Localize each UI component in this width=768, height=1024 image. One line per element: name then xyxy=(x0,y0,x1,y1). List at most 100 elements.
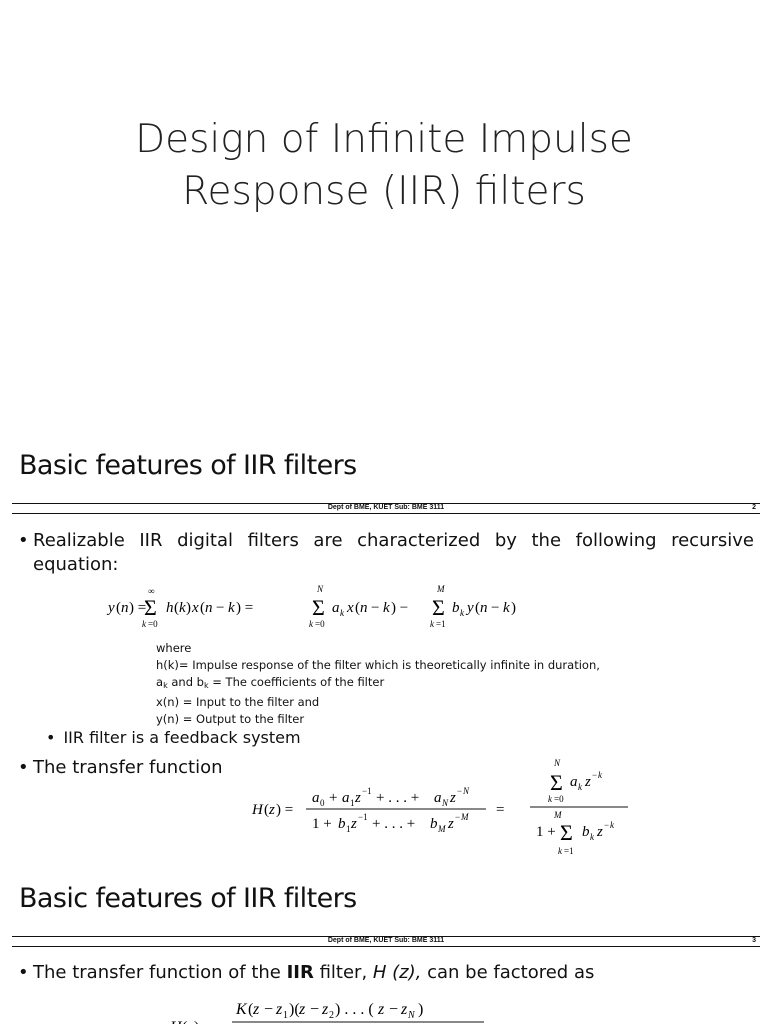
bullet-text-bold: IIR xyxy=(286,962,314,983)
svg-text:K: K xyxy=(235,1001,248,1018)
svg-text:z: z xyxy=(584,774,591,790)
svg-text:=0: =0 xyxy=(315,619,325,629)
svg-text:) =: ) = xyxy=(129,600,146,616)
svg-text:−: − xyxy=(491,600,499,616)
svg-text:N: N xyxy=(316,584,324,594)
svg-text:k: k xyxy=(309,619,314,629)
svg-text:1: 1 xyxy=(346,824,351,834)
svg-text:−1: −1 xyxy=(362,786,372,796)
svg-text:−1: −1 xyxy=(358,812,368,822)
svg-text:k: k xyxy=(430,619,435,629)
difference-equation: y (n) = ∞ Σ k=0 h (k) x (n− k) = N Σ k=0… xyxy=(106,584,516,629)
svg-text:) . . . (: ) . . . ( xyxy=(335,1001,374,1018)
svg-text:−: − xyxy=(371,600,379,616)
svg-text:−: − xyxy=(216,600,224,616)
svg-text:) =: ) = xyxy=(276,802,293,818)
svg-text:=: = xyxy=(496,802,504,818)
svg-text:h: h xyxy=(166,600,174,616)
svg-text:−: − xyxy=(389,1001,398,1018)
svg-text:z: z xyxy=(377,1001,385,1018)
svg-text:−: − xyxy=(604,820,609,830)
svg-text:+ . . . +: + . . . + xyxy=(372,816,415,832)
bullet-text: The transfer function xyxy=(33,757,223,778)
svg-text:): ) xyxy=(418,1001,423,1018)
svg-text:(: ( xyxy=(200,600,205,616)
svg-text:k: k xyxy=(558,846,563,856)
svg-text:k: k xyxy=(228,600,235,616)
svg-text:n: n xyxy=(205,600,213,616)
svg-text:z: z xyxy=(321,1001,329,1018)
title-line-2: Response (IIR) filters xyxy=(182,169,586,214)
svg-text:+: + xyxy=(329,790,337,806)
svg-text:): ) xyxy=(186,600,191,616)
svg-text:=1: =1 xyxy=(564,846,574,856)
svg-text:Σ: Σ xyxy=(312,595,325,620)
svg-text:z: z xyxy=(447,816,454,832)
svg-text:) −: ) − xyxy=(391,600,408,616)
def-coeff-rest: = The coefficients of the filter xyxy=(208,675,385,689)
svg-text:1 +: 1 + xyxy=(312,816,332,832)
svg-text:)(: )( xyxy=(289,1001,300,1018)
svg-text:z: z xyxy=(400,1001,408,1018)
svg-text:n: n xyxy=(480,600,488,616)
presentation-title: Design of Infinite Impulse Response (IIR… xyxy=(0,114,768,218)
svg-text:−: − xyxy=(310,1001,319,1018)
svg-text:N: N xyxy=(407,1010,416,1021)
def-input: x(n) = Input to the filter and xyxy=(156,695,320,709)
svg-text:) =: ) = xyxy=(194,1019,212,1024)
svg-text:a: a xyxy=(570,774,578,790)
svg-text:−: − xyxy=(457,786,462,796)
title-line-1: Design of Infinite Impulse xyxy=(135,117,633,162)
slide-heading: Basic features of IIR filters xyxy=(19,883,357,914)
svg-text:n: n xyxy=(360,600,368,616)
svg-text:N: N xyxy=(441,798,449,808)
bullet-text-part: can be factored as xyxy=(421,962,595,983)
svg-text:z: z xyxy=(596,824,603,840)
svg-text:Σ: Σ xyxy=(432,595,445,620)
svg-text:M: M xyxy=(437,824,446,834)
svg-text:a: a xyxy=(332,600,340,616)
svg-text:H: H xyxy=(251,802,264,818)
bullet-icon: • xyxy=(46,728,56,747)
page-number: 2 xyxy=(752,504,756,511)
slide-footer: Dept of BME, KUET Sub: BME 3111 2 xyxy=(12,503,760,513)
svg-text:x: x xyxy=(191,600,199,616)
svg-text:a: a xyxy=(312,790,320,806)
def-and-b: and b xyxy=(167,675,204,689)
bullet-text-part: filter, xyxy=(313,962,373,983)
svg-text:−: − xyxy=(264,1001,273,1018)
svg-text:−: − xyxy=(592,770,597,780)
svg-text:M: M xyxy=(553,810,562,820)
svg-text:=1: =1 xyxy=(436,619,446,629)
svg-text:z: z xyxy=(354,790,361,806)
svg-text:−: − xyxy=(455,812,460,822)
svg-text:(: ( xyxy=(174,600,179,616)
bullet-text-italic: H (z), xyxy=(372,962,422,983)
svg-text:H: H xyxy=(169,1019,183,1024)
divider xyxy=(12,513,760,514)
bullet-item: • The transfer function xyxy=(18,756,754,780)
svg-text:1: 1 xyxy=(350,798,355,808)
bullet-icon: • xyxy=(18,530,29,551)
divider xyxy=(12,936,760,937)
svg-text:b: b xyxy=(452,600,460,616)
def-impulse-response: h(k)= Impulse response of the filter whi… xyxy=(156,658,600,672)
svg-text:(: ( xyxy=(182,1019,187,1024)
page-number: 3 xyxy=(752,937,756,944)
svg-text:N: N xyxy=(462,786,470,796)
svg-text:k: k xyxy=(142,619,147,629)
definitions: where h(k)= Impulse response of the filt… xyxy=(156,640,600,728)
svg-text:N: N xyxy=(553,758,561,768)
bullet-item: • Realizable IIR digital filters are cha… xyxy=(18,529,754,577)
svg-text:z: z xyxy=(252,1001,260,1018)
svg-text:y: y xyxy=(465,600,474,616)
svg-text:k: k xyxy=(610,820,615,830)
svg-text:Σ: Σ xyxy=(144,595,157,620)
svg-text:) =: ) = xyxy=(236,600,253,616)
svg-text:k: k xyxy=(383,600,390,616)
svg-text:M: M xyxy=(436,584,445,594)
svg-text:1 +: 1 + xyxy=(536,824,556,840)
svg-text:Σ: Σ xyxy=(560,820,573,845)
svg-text:0: 0 xyxy=(320,798,325,808)
